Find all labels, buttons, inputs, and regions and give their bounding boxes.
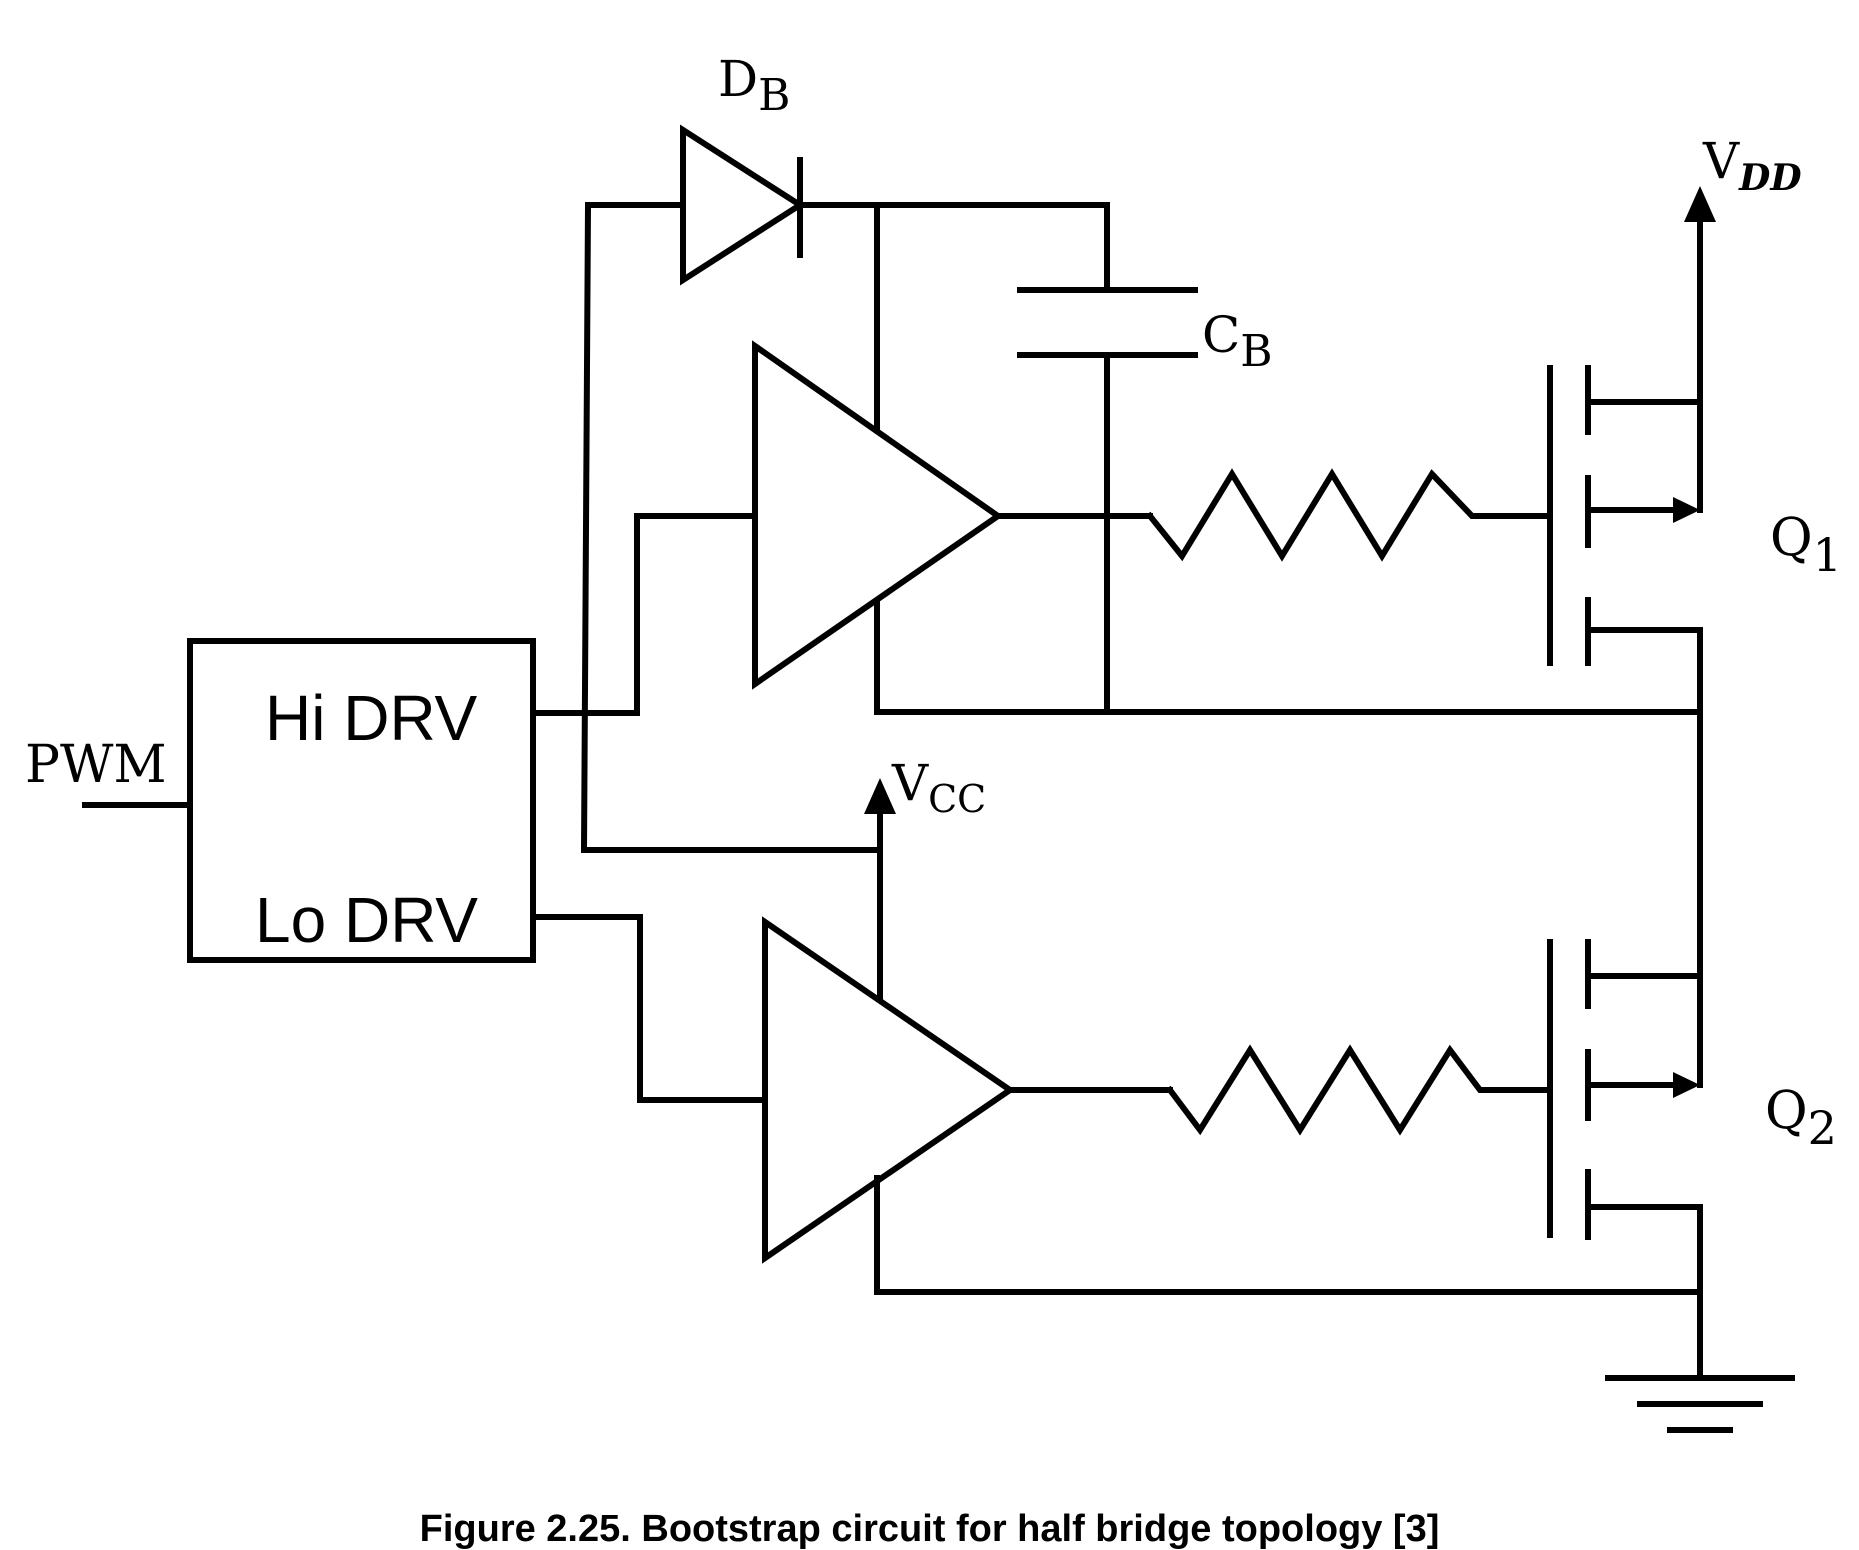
lo-drv-signal-wire: [530, 914, 768, 1103]
q1-body-arrow-head: [1673, 497, 1700, 523]
q2-label: Q2: [1765, 1081, 1837, 1155]
q1-label-main: Q: [1770, 508, 1813, 568]
low-side-buffer: [762, 916, 1016, 1264]
hi-drv-signal-wire: [530, 513, 755, 716]
diode-label-sub: B: [758, 70, 790, 121]
driver-ic-block: [187, 638, 536, 963]
lo-drv-label: Lo DRV: [255, 884, 478, 956]
figure-caption: Figure 2.25. Bootstrap circuit for half …: [419, 1508, 1440, 1550]
q1-label: Q1: [1770, 508, 1842, 582]
low-side-gate-resistor: [1165, 1044, 1548, 1136]
high-side-gate-resistor: [1145, 468, 1548, 562]
bootstrap-diode: [680, 124, 806, 286]
q2-source-wire: [1585, 1204, 1703, 1381]
vdd-label: VDD: [1702, 132, 1802, 199]
capacitor-label: CB: [1202, 306, 1273, 377]
q2-label-main: Q: [1765, 1081, 1808, 1141]
vdd-label-sub: DD: [1738, 157, 1801, 199]
q2-label-sub: 2: [1808, 1101, 1837, 1155]
diode-label: DB: [718, 50, 790, 121]
diode-label-main: D: [718, 50, 758, 108]
vcc-arrow-icon: [864, 778, 896, 814]
q2-body-arrow-head: [1673, 1072, 1700, 1098]
high-side-buffer: [752, 340, 1004, 690]
high-buffer-return-wire: [874, 601, 1703, 715]
q1-label-sub: 1: [1813, 528, 1842, 582]
bootstrap-supply-wire: [580, 202, 883, 853]
capacitor-label-sub: B: [1240, 326, 1272, 377]
bootstrap-node-wire: [797, 202, 1110, 293]
q2-drain-wire: [1585, 973, 1703, 1088]
vcc-label-main: V: [891, 754, 929, 812]
low-buffer-return-wire: [874, 1175, 1703, 1295]
q1-source-wire: [1585, 627, 1703, 715]
vcc-label-sub: CC: [928, 777, 986, 821]
capacitor-label-main: C: [1202, 306, 1240, 364]
vdd-label-main: V: [1702, 132, 1740, 190]
pwm-label: PWM: [25, 735, 167, 795]
vdd-arrow-icon: [1684, 186, 1716, 222]
hi-drv-label: Hi DRV: [265, 682, 478, 754]
vcc-label: VCC: [891, 754, 986, 821]
